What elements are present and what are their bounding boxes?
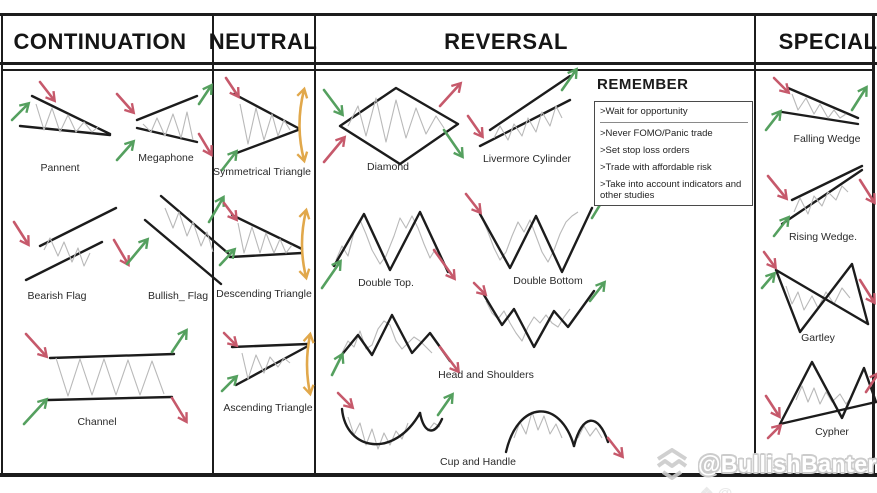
pennant-pattern-drawing: [10, 80, 117, 167]
divider-continuation-neutral: [212, 13, 214, 473]
descending-triangle-pattern-drawing: [218, 201, 312, 291]
diamond-label: Diamond: [366, 161, 410, 173]
remember-item: >Take into account indicators and other …: [600, 178, 742, 201]
double-top-pattern-drawing: [320, 198, 460, 290]
remember-item: >Wait for opportunity: [600, 106, 748, 123]
clipped-watermark-text: @: [718, 485, 733, 493]
head-and-shoulders-label: Head and Shoulders: [438, 369, 534, 381]
header-continuation: CONTINUATION: [13, 29, 187, 54]
divider-reversal-special: [754, 13, 756, 473]
cup-and-handle-label: Cup and Handle: [440, 456, 516, 468]
gartley-pattern-drawing: [760, 250, 877, 337]
falling-wedge-label: Falling Wedge: [793, 133, 861, 145]
double-top-label: Double Top.: [358, 277, 414, 289]
symmetrical-triangle-pattern-drawing: [220, 76, 312, 173]
megaphone-pattern-drawing: [115, 82, 213, 167]
table-right-border: [872, 13, 875, 473]
livermore-cylinder-pattern-drawing: [466, 67, 580, 160]
livermore-cylinder-label: Livermore Cylinder: [482, 153, 572, 165]
table-left-border: [1, 13, 3, 473]
header-inner-line: [2, 69, 875, 71]
inverted-cup-and-handle-pattern-drawing: [498, 398, 626, 459]
clipped-watermark: ❖ @: [700, 484, 732, 493]
cup-and-handle-pattern-drawing: [332, 391, 464, 461]
channel-pattern-drawing: [22, 328, 188, 428]
rising-wedge-pattern-drawing: [764, 158, 876, 238]
channel-label: Channel: [77, 416, 117, 428]
table-top-border: [0, 13, 877, 16]
double-bottom-label: Double Bottom: [513, 275, 583, 287]
table-bottom-border: [0, 473, 877, 477]
double-bottom-pattern-drawing: [464, 192, 609, 284]
cypher-label: Cypher: [815, 426, 849, 438]
head-and-shoulders-pattern-drawing: [330, 305, 461, 377]
ascending-triangle-label: Ascending Triangle: [223, 402, 313, 414]
bullish-flag-label: Bullish_ Flag: [147, 290, 209, 302]
header-special: SPECIAL: [778, 29, 877, 54]
bearish-flag-pattern-drawing: [12, 198, 130, 298]
remember-item: >Set stop loss orders: [600, 144, 690, 156]
inverse-head-and-shoulders-pattern-drawing: [472, 280, 607, 355]
bearish-flag-label: Bearish Flag: [27, 290, 87, 302]
remember-title: REMEMBER: [597, 76, 689, 93]
megaphone-label: Megaphone: [138, 152, 194, 164]
divider-neutral-reversal: [314, 13, 316, 473]
rising-wedge-label: Rising Wedge.: [788, 231, 858, 243]
gartley-label: Gartley: [801, 332, 835, 344]
header-neutral: NEUTRAL: [208, 29, 318, 54]
falling-wedge-pattern-drawing: [764, 76, 870, 150]
watermark: @BullishBanter: [650, 447, 877, 481]
descending-triangle-label: Descending Triangle: [216, 288, 312, 300]
remember-item: >Never FOMO/Panic trade: [600, 127, 713, 139]
diamond-icon: ❖: [700, 485, 713, 493]
bullishbanter-logo-icon: [656, 448, 688, 480]
diamond-pattern-drawing: [322, 78, 470, 170]
header-separator-line: [0, 62, 877, 65]
pennant-label: Pannent: [40, 162, 80, 174]
cypher-pattern-drawing: [764, 352, 877, 440]
ascending-triangle-pattern-drawing: [220, 331, 315, 405]
remember-item: >Trade with affordable risk: [600, 161, 712, 173]
watermark-handle: @BullishBanter: [698, 450, 877, 477]
symmetrical-triangle-label: Symmetrical Triangle: [212, 166, 312, 178]
remember-box: >Wait for opportunity >Never FOMO/Panic …: [594, 101, 753, 206]
header-reversal: REVERSAL: [444, 29, 568, 54]
bullish-flag-pattern-drawing: [125, 192, 231, 304]
